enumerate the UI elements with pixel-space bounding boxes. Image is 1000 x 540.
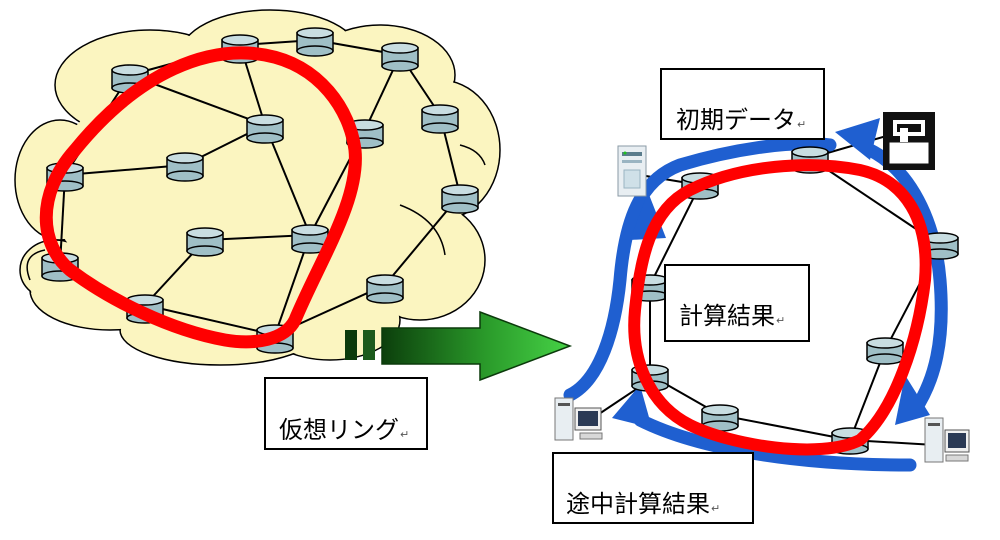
network-node	[421, 104, 459, 134]
return-mark: ↵	[797, 118, 807, 131]
desktop-computer-icon	[554, 397, 603, 441]
network-node	[381, 42, 419, 72]
intermediate-result-label: 途中計算結果↵	[566, 492, 720, 516]
ring-node	[866, 337, 904, 365]
initial-data-text: 初期データ	[676, 106, 796, 134]
network-node	[296, 27, 334, 57]
computation-ring	[628, 159, 932, 456]
initial-data-label-box	[660, 68, 825, 140]
return-mark: ↵	[400, 428, 410, 441]
ring-node	[701, 404, 739, 432]
desktop-computer-icon	[924, 417, 970, 463]
virtual-ring-label: 仮想リング↵	[279, 418, 409, 442]
network-node	[186, 227, 224, 257]
transform-arrow	[345, 310, 573, 382]
return-mark: ↵	[711, 502, 721, 515]
intermediate-result-text: 途中計算結果	[566, 490, 710, 518]
virtual-ring-outline	[39, 46, 362, 349]
data-flow-arrowheads	[612, 118, 930, 428]
data-flow-path	[563, 137, 948, 472]
network-node	[166, 152, 204, 182]
network-cloud	[14, 9, 501, 366]
network-node	[246, 114, 284, 144]
virtual-ring-text: 仮想リング	[279, 416, 399, 444]
calc-result-label-box	[664, 264, 810, 342]
calc-result-label: 計算結果↵	[679, 304, 785, 328]
network-node	[366, 274, 404, 304]
return-mark: ↵	[776, 314, 786, 327]
virtual-ring-label-box	[264, 377, 428, 450]
calc-result-text: 計算結果	[679, 302, 775, 330]
printer-icon	[883, 112, 935, 170]
initial-data-label: 初期データ↵	[676, 108, 806, 132]
intermediate-result-label-box	[552, 452, 754, 524]
network-node	[441, 184, 479, 214]
server-tower-icon	[617, 145, 647, 197]
